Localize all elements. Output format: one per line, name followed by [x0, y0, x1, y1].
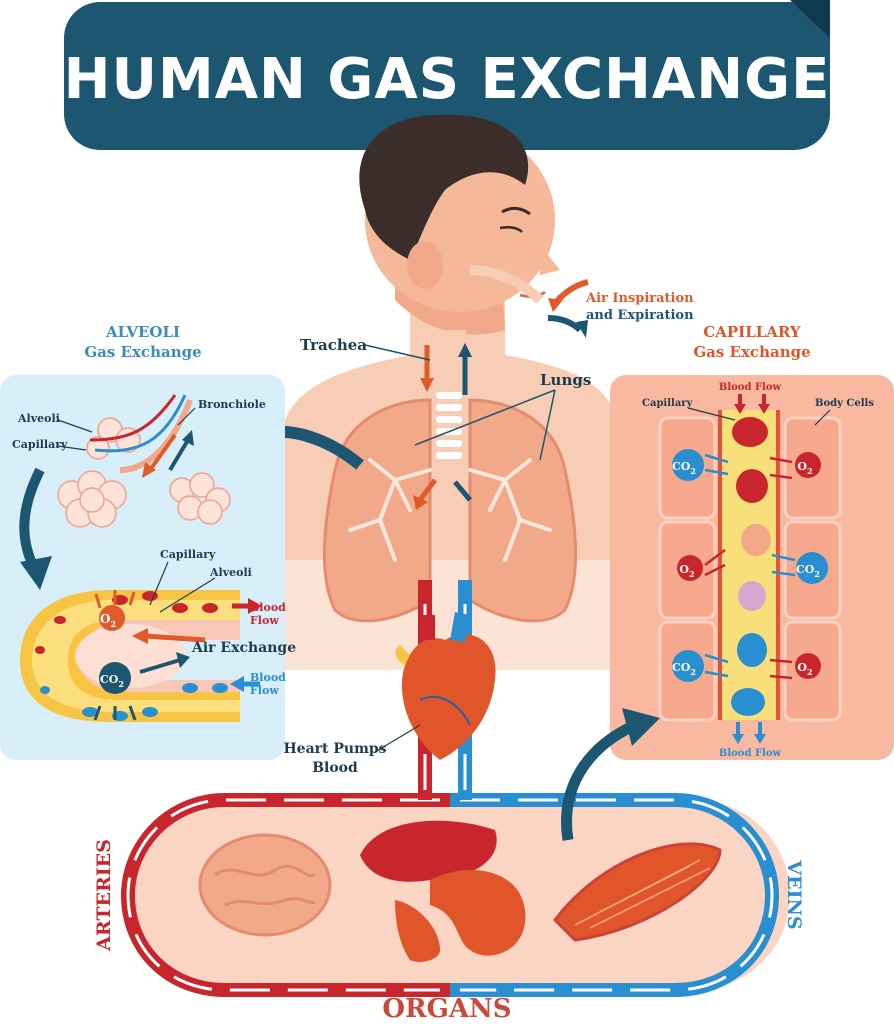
title-banner: HUMAN GAS EXCHANGE: [64, 0, 831, 150]
capillary-heading-1: CAPILLARY: [703, 323, 801, 341]
alveoli-heading-2: Gas Exchange: [84, 343, 201, 361]
label-alveoli-detail: Alveoli: [209, 566, 252, 579]
alveoli-o2: O2: [100, 612, 116, 629]
alveoli-co2: CO2: [100, 673, 124, 689]
brain-organ: [198, 833, 332, 937]
svg-text:CO2: CO2: [796, 563, 820, 579]
label-capillary-detail: Capillary: [160, 548, 216, 561]
label-body-cells: Body Cells: [815, 398, 874, 409]
svg-text:CO2: CO2: [672, 460, 696, 476]
label-air-exchange: Air Exchange: [191, 640, 296, 656]
liver-stomach-organ: [360, 820, 526, 962]
label-blood-flow-blue-1: Blood: [250, 671, 286, 684]
main-title: HUMAN GAS EXCHANGE: [64, 47, 831, 112]
capillary-o2-1: O2: [795, 452, 821, 478]
capillary-o2-2: O2: [677, 555, 703, 581]
label-capillary-right: Capillary: [642, 398, 694, 409]
air-flow-arrows: [547, 279, 589, 338]
label-blood-flow-top: Blood Flow: [719, 382, 782, 393]
label-trachea: Trachea: [300, 336, 367, 354]
capillary-panel: [610, 375, 894, 760]
label-blood-flow-blue-2: Flow: [250, 684, 279, 697]
svg-text:O2: O2: [797, 661, 812, 677]
capillary-co2-1: CO2: [672, 449, 704, 481]
label-blood-flow-red-2: Flow: [250, 614, 279, 627]
muscle-organ: [553, 842, 722, 942]
capillary-co2-2: CO2: [796, 552, 828, 584]
label-blood-flow-red-1: Blood: [250, 601, 286, 614]
capillary-gas-arrows: [704, 453, 796, 680]
label-arteries: ARTERIES: [93, 839, 115, 952]
svg-text:CO2: CO2: [672, 661, 696, 677]
label-heart-1: Heart Pumps: [283, 741, 386, 757]
svg-text:O2: O2: [797, 460, 812, 476]
label-blood-flow-bottom: Blood Flow: [719, 748, 782, 759]
label-veins: VEINS: [783, 859, 805, 929]
label-organs: ORGANS: [382, 994, 511, 1024]
heart: [395, 612, 496, 760]
label-lungs: Lungs: [540, 371, 591, 389]
label-capillary-top: Capillary: [12, 438, 68, 451]
label-bronchiole: Bronchiole: [198, 398, 266, 411]
capillary-co2-3: CO2: [672, 650, 704, 682]
capillary-o2-3: O2: [795, 653, 821, 679]
label-heart-2: Blood: [312, 760, 358, 776]
svg-text:O2: O2: [679, 563, 694, 579]
label-alveoli-top: Alveoli: [17, 412, 60, 425]
alveoli-heading-1: ALVEOLI: [105, 323, 180, 341]
capillary-heading-2: Gas Exchange: [693, 343, 810, 361]
alveoli-clusters: [57, 417, 231, 528]
label-air-inspiration: Air Inspiration: [585, 291, 694, 306]
label-and-expiration: and Expiration: [586, 308, 694, 323]
head: [359, 114, 560, 335]
